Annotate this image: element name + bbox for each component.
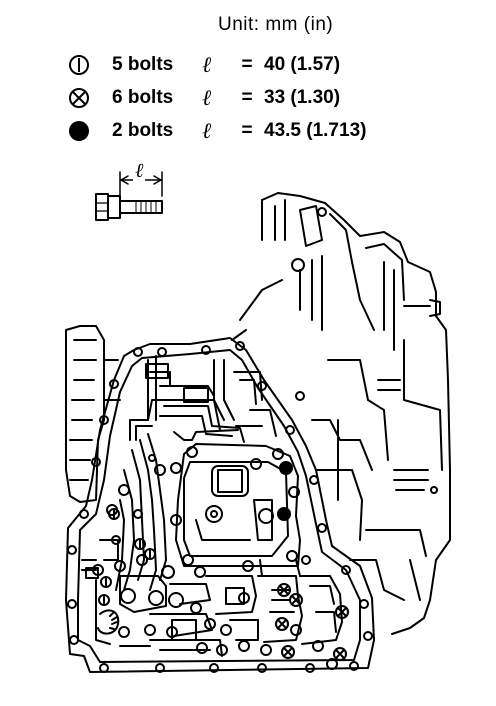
circle-x-bolts bbox=[275, 583, 349, 661]
circle-x-icon bbox=[69, 88, 89, 108]
legend-count: 5 bolts bbox=[112, 54, 174, 75]
equals-sign: = bbox=[241, 54, 253, 75]
bolt-length-illustration bbox=[95, 171, 163, 221]
circle-bar-bolts bbox=[98, 508, 156, 606]
mounting-bolts bbox=[67, 341, 373, 673]
bolt-dimension-label: ℓ bbox=[133, 158, 146, 183]
lower-valve-section bbox=[81, 539, 343, 657]
legend-row-2-bolts: 2 bolts ℓ = 43.5 (1.713) bbox=[68, 118, 366, 144]
legend-row-5-bolts: 5 bolts ℓ = 40 (1.57) bbox=[68, 52, 340, 78]
legend-length: 33 (1.30) bbox=[264, 87, 341, 108]
unit-label: Unit: mm (in) bbox=[218, 14, 334, 35]
legend-count: 2 bolts bbox=[112, 120, 174, 141]
legend-length: 40 (1.57) bbox=[264, 54, 341, 75]
valve-body-plate bbox=[175, 443, 301, 567]
filled-circle-icon bbox=[69, 121, 89, 141]
length-symbol: ℓ bbox=[202, 53, 212, 78]
length-symbol: ℓ bbox=[202, 119, 212, 144]
legend-row-6-bolts: 6 bolts ℓ = 33 (1.30) bbox=[68, 85, 340, 111]
circle-bar-icon bbox=[69, 55, 89, 75]
legend-count: 6 bolts bbox=[112, 87, 174, 108]
equals-sign: = bbox=[241, 120, 253, 141]
filled-circle-bolts bbox=[277, 461, 293, 521]
equals-sign: = bbox=[241, 87, 253, 108]
length-symbol: ℓ bbox=[202, 86, 212, 111]
legend-length: 43.5 (1.713) bbox=[264, 120, 367, 141]
transmission-case bbox=[231, 192, 451, 635]
